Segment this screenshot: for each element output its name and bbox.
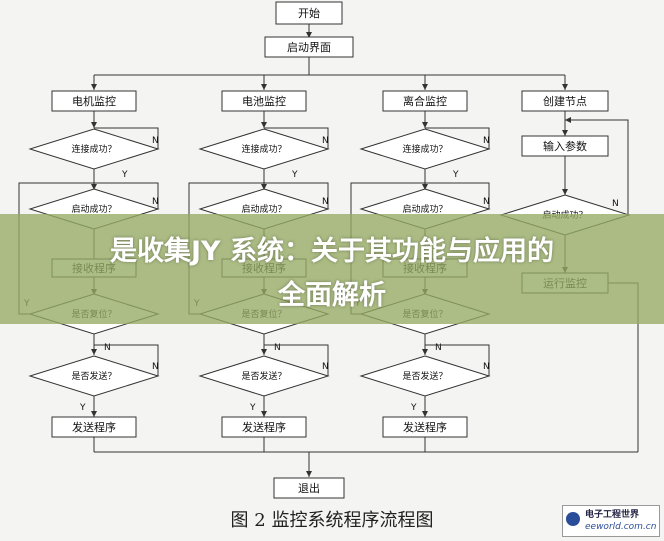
exit-node bbox=[273, 477, 345, 499]
col4-launch-no: N bbox=[612, 199, 619, 209]
col1-send-program-node-label: 发送程序 bbox=[72, 420, 116, 434]
col1-arrow-sendprog bbox=[91, 411, 97, 417]
col1-reset-no: N bbox=[104, 343, 111, 353]
col1-connect-diamond-label: 连接成功？ bbox=[71, 143, 116, 155]
col1-send-yes: Y bbox=[79, 403, 86, 413]
col2-send-yes: Y bbox=[249, 403, 256, 413]
col1-title-node-label: 电机监控 bbox=[72, 94, 116, 108]
col3-reset-no: N bbox=[435, 343, 442, 353]
col1-arrow-launch bbox=[91, 184, 97, 190]
col2-arrow-sendprog bbox=[261, 411, 267, 417]
col3-connect-diamond-label: 连接成功？ bbox=[402, 143, 447, 155]
col3-send-diamond-label: 是否发送？ bbox=[402, 370, 447, 382]
col2-connect-diamond-label: 连接成功？ bbox=[241, 143, 286, 155]
col3-send-no-loop bbox=[425, 344, 490, 376]
logo-line2: eeworld.com.cn bbox=[585, 522, 657, 532]
col2-arrow-bus bbox=[261, 84, 267, 90]
col2-launch-no-loop bbox=[264, 182, 329, 209]
site-logo: 电子工程世界 eeworld.com.cn bbox=[562, 505, 660, 537]
col3-launch-diamond-label: 启动成功？ bbox=[402, 203, 447, 215]
arrow-start-launch bbox=[306, 32, 312, 38]
col1-arrow-connect bbox=[91, 122, 97, 128]
col4-arrow-bus bbox=[562, 84, 568, 90]
col2-send-no: N bbox=[322, 362, 329, 372]
col2-arrow-send bbox=[261, 349, 267, 355]
col2-send-diamond-label: 是否发送？ bbox=[241, 370, 286, 382]
logo-line1: 电子工程世界 bbox=[585, 510, 640, 520]
banner-title: 是收集JY 系统：关于其功能与应用的 全面解析 bbox=[0, 230, 664, 318]
logo-mark-icon bbox=[566, 512, 580, 526]
col2-send-program-node-label: 发送程序 bbox=[242, 420, 286, 434]
col1-arrow-bus bbox=[91, 84, 97, 90]
col1-launch-diamond-label: 启动成功？ bbox=[71, 203, 116, 215]
start-node-label: 开始 bbox=[298, 6, 320, 20]
col3-send-program-node-label: 发送程序 bbox=[403, 420, 447, 434]
figure-caption: 图 2 监控系统程序流程图 bbox=[230, 510, 434, 531]
title-banner bbox=[0, 214, 664, 324]
col3-connect-no: N bbox=[483, 136, 490, 146]
col2-launch-diamond-label: 启动成功？ bbox=[241, 203, 286, 215]
launch-ui-node-label: 启动界面 bbox=[287, 41, 331, 54]
col1-connect-no: N bbox=[152, 136, 159, 146]
col3-arrow-launch bbox=[422, 184, 428, 190]
col4-arrow-launch bbox=[562, 189, 568, 195]
exit-node-label: 退出 bbox=[298, 481, 320, 495]
col4-arrow-input bbox=[562, 130, 568, 136]
col3-launch-no-loop bbox=[425, 182, 490, 209]
arrow-exit bbox=[306, 471, 312, 477]
col4-arrow-retry bbox=[565, 117, 571, 123]
col2-connect-no: N bbox=[322, 136, 329, 146]
col3-connect-no-loop bbox=[425, 127, 490, 149]
col4-title-node-label: 创建节点 bbox=[543, 94, 587, 108]
col1-launch-no: N bbox=[152, 197, 159, 207]
col3-title-node-label: 离合监控 bbox=[403, 94, 447, 108]
col3-arrow-sendprog bbox=[422, 411, 428, 417]
col1-send-diamond-label: 是否发送？ bbox=[71, 370, 116, 382]
col2-launch-no: N bbox=[322, 197, 329, 207]
col1-launch-no-loop bbox=[94, 182, 159, 209]
col2-connect-no-loop bbox=[264, 127, 329, 149]
col3-arrow-connect bbox=[422, 122, 428, 128]
col3-arrow-bus bbox=[422, 84, 428, 90]
col2-arrow-launch bbox=[261, 184, 267, 190]
col3-arrow-send bbox=[422, 349, 428, 355]
col1-send-no-loop bbox=[94, 344, 159, 376]
col3-send-yes: Y bbox=[410, 403, 417, 413]
col1-arrow-send bbox=[91, 349, 97, 355]
col1-send-no: N bbox=[152, 362, 159, 372]
col2-arrow-connect bbox=[261, 122, 267, 128]
input-params-node-label: 输入参数 bbox=[543, 139, 587, 153]
col3-send-no: N bbox=[483, 362, 490, 372]
banner-title-line1: 是收集JY 系统：关于其功能与应用的 bbox=[110, 236, 554, 267]
col3-launch-no: N bbox=[483, 197, 490, 207]
col1-connect-yes: Y bbox=[121, 170, 128, 180]
col3-connect-yes: Y bbox=[452, 170, 459, 180]
col1-connect-no-loop bbox=[94, 127, 159, 149]
col2-reset-no: N bbox=[274, 343, 281, 353]
col2-connect-yes: Y bbox=[291, 170, 298, 180]
banner-title-line2: 全面解析 bbox=[278, 280, 386, 311]
col2-send-no-loop bbox=[264, 344, 329, 376]
col2-title-node-label: 电池监控 bbox=[242, 94, 286, 108]
